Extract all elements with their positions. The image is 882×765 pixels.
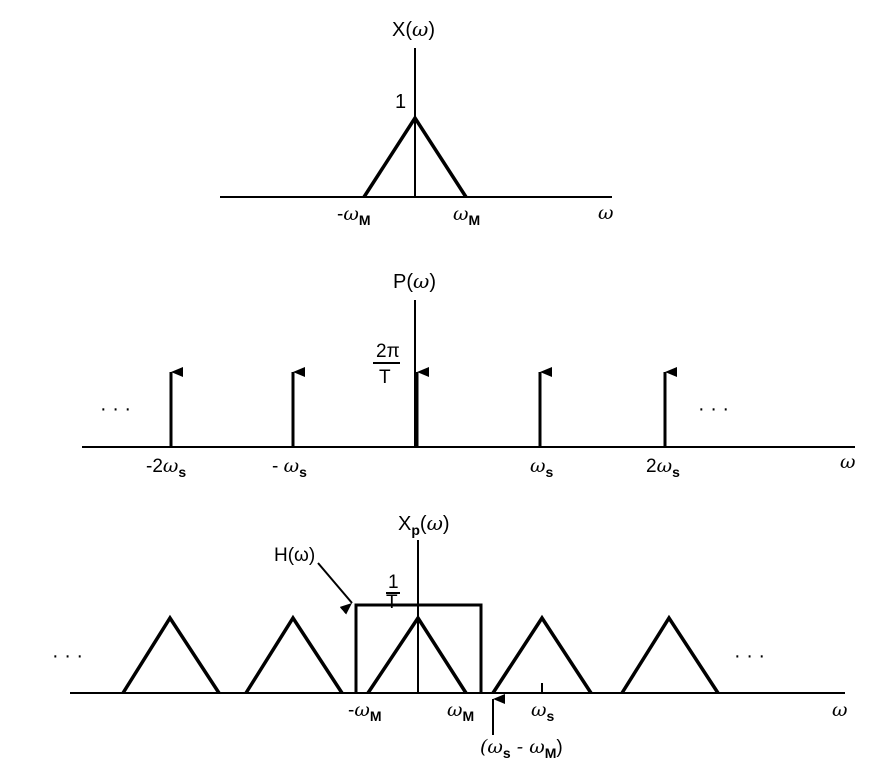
lowpass-filter-h [354, 603, 483, 693]
filter-gain-numerator: 1 [388, 572, 399, 593]
middle-left-ellipsis: · · · [100, 398, 131, 420]
replica-neg-2ws [121, 614, 221, 694]
middle-title: P(ω) [393, 269, 436, 293]
replica-ws [491, 614, 593, 694]
tick-label-neg-ws: - ωs [272, 455, 307, 480]
bottom-axis-omega-label: ω [832, 699, 848, 721]
bottom-title: Xp(ω) [398, 511, 450, 538]
top-title: X(ω) [392, 17, 435, 41]
filter-gain-denominator: T [386, 592, 398, 613]
middle-panel-impulse-train: P(ω) 2π T · · · · · · -2ωs - ωs ωs 2ωs ω [82, 269, 856, 480]
bottom-omega-s-label: ωs [531, 699, 555, 724]
tick-label-neg-2ws: -2ωs [146, 455, 186, 480]
tick-label-2ws: 2ωs [646, 455, 680, 480]
replica-neg-ws [244, 614, 344, 694]
replica-2ws [620, 614, 720, 694]
bottom-omega-m-label: ωM [447, 699, 474, 724]
bottom-right-ellipsis: · · · [734, 645, 765, 667]
top-omega-m-label: ωM [453, 203, 480, 228]
overlap-label: (ωs - ωM) [480, 736, 563, 761]
bottom-left-ellipsis: · · · [52, 645, 83, 667]
filter-pointer-arrow [317, 562, 353, 615]
top-axis-omega-label: ω [598, 202, 614, 224]
middle-axis-omega-label: ω [840, 451, 856, 473]
middle-right-ellipsis: · · · [698, 398, 729, 420]
filter-label: H(ω) [274, 545, 315, 566]
top-triangle-spectrum [362, 114, 468, 198]
top-peak-label: 1 [395, 91, 406, 113]
impulse-weight-numerator: 2π [376, 341, 400, 362]
top-neg-omega-m-label: -ωM [337, 203, 371, 228]
bottom-panel-sampled-spectrum: Xp(ω) H(ω) 1 T · · · · · · -ωM ωM ωs (ωs… [52, 511, 848, 761]
impulse-weight-denominator: T [379, 367, 391, 388]
bottom-neg-omega-m-label: -ωM [348, 699, 382, 724]
tick-label-ws: ωs [530, 455, 554, 480]
top-panel-spectrum-x: X(ω) 1 -ωM ωM ω [220, 17, 614, 228]
replica-zero [366, 614, 468, 694]
